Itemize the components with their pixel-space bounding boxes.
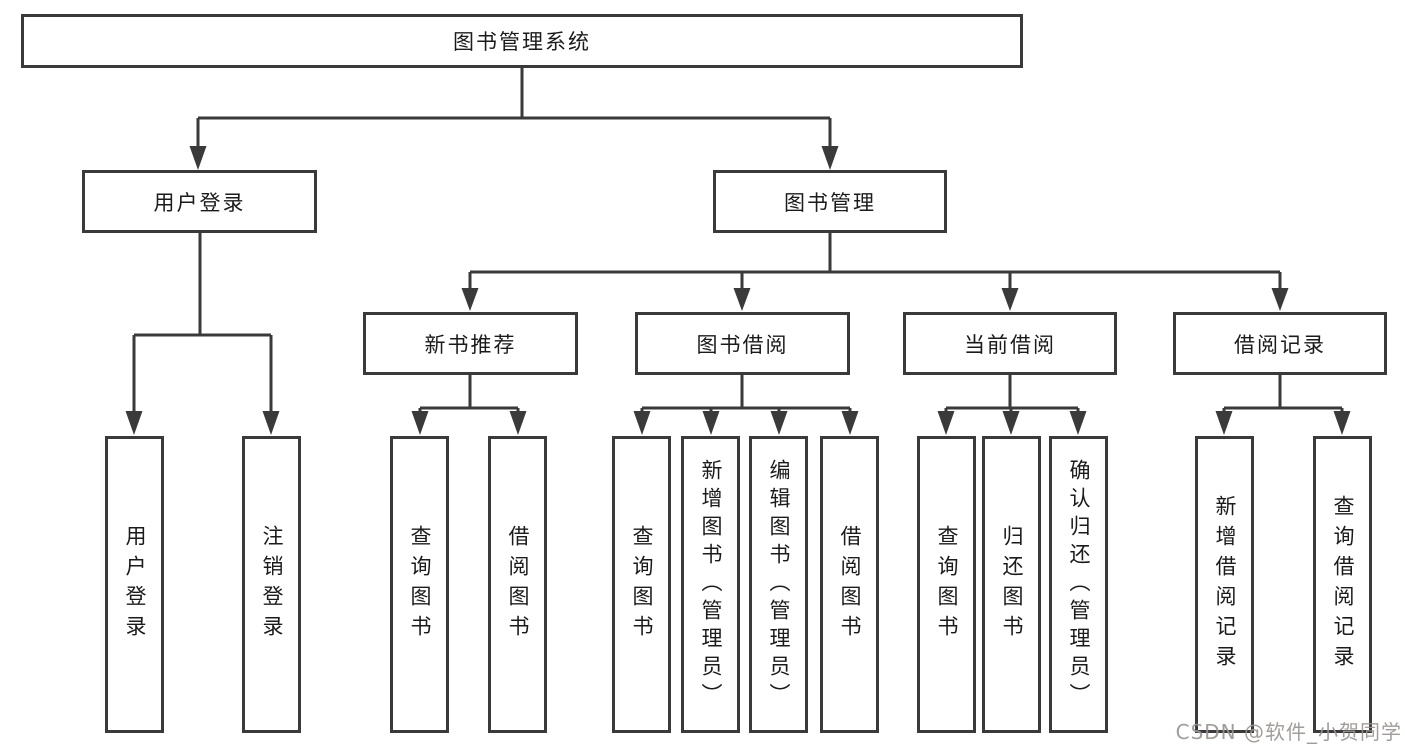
node-new-book-recommend: 新书推荐 (363, 312, 578, 375)
node-label: 查询借阅记录 (1331, 494, 1355, 675)
node-label: 图书管理系统 (453, 30, 591, 54)
arrowheads (125, 146, 1351, 435)
connector-root (196, 68, 832, 148)
node-label: 查询图书 (408, 524, 432, 645)
arrow-icon (702, 411, 720, 435)
arrow-icon (841, 411, 859, 435)
connector-new-book (418, 375, 520, 413)
leaf-query-book-2: 查询图书 (612, 436, 671, 733)
node-label: 新书推荐 (424, 332, 517, 357)
node-label: 当前借阅 (964, 332, 1056, 357)
node-label: 新增借阅记录 (1213, 494, 1237, 675)
node-label: 编辑图书（管理员） (767, 458, 791, 711)
node-label: 归还图书 (1000, 524, 1024, 645)
leaf-add-book-admin: 新增图书（管理员） (681, 436, 740, 733)
node-label: 确认归还（管理员） (1067, 458, 1091, 711)
node-book-management: 图书管理 (713, 170, 947, 233)
node-label: 图书借阅 (696, 332, 789, 357)
arrow-icon (509, 411, 527, 435)
leaf-confirm-return-admin: 确认归还（管理员） (1049, 436, 1108, 733)
node-user-login: 用户登录 (82, 170, 317, 233)
node-borrow-record: 借阅记录 (1173, 312, 1387, 375)
csdn-watermark: CSDN @软件_小贺同学 (1175, 720, 1402, 744)
node-label: 用户登录 (153, 190, 246, 215)
arrow-icon (1271, 288, 1289, 311)
arrow-icon (125, 411, 143, 435)
arrow-icon (770, 411, 788, 435)
arrow-icon (1333, 411, 1351, 435)
arrow-icon (262, 411, 280, 435)
node-label: 借阅图书 (506, 524, 530, 645)
node-label: 借阅图书 (838, 524, 862, 645)
leaf-query-borrow-record: 查询借阅记录 (1313, 436, 1372, 733)
node-current-borrow: 当前借阅 (903, 312, 1117, 375)
arrow-icon (1002, 411, 1020, 435)
connector-current-borrow (944, 375, 1080, 413)
arrow-icon (189, 146, 207, 170)
node-label: 新增图书（管理员） (699, 458, 723, 711)
leaf-borrow-book-2: 借阅图书 (820, 436, 879, 733)
arrow-icon (1001, 288, 1019, 311)
arrow-icon (1215, 411, 1233, 435)
connector-book-borrow (640, 375, 852, 413)
connector-user-login (132, 233, 273, 412)
connector-borrow-record (1222, 375, 1344, 413)
arrow-icon (633, 411, 651, 435)
leaf-logout: 注销登录 (242, 436, 301, 733)
connector-book-mgmt (468, 233, 1282, 290)
node-label: 注销登录 (260, 524, 284, 645)
node-root-system: 图书管理系统 (21, 14, 1023, 68)
leaf-add-borrow-record: 新增借阅记录 (1195, 436, 1254, 733)
node-book-borrow: 图书借阅 (635, 312, 850, 375)
arrow-icon (411, 411, 429, 435)
leaf-query-book-3: 查询图书 (917, 436, 976, 733)
node-label: 图书管理 (784, 190, 876, 215)
arrow-icon (937, 411, 955, 435)
node-label: 查询图书 (935, 524, 959, 645)
arrow-icon (461, 288, 479, 311)
leaf-borrow-book-1: 借阅图书 (488, 436, 547, 733)
node-label: 借阅记录 (1234, 332, 1326, 357)
leaf-query-book-1: 查询图书 (390, 436, 449, 733)
arrow-icon (821, 146, 839, 170)
leaf-edit-book-admin: 编辑图书（管理员） (749, 436, 808, 733)
leaf-user-login: 用户登录 (105, 436, 164, 733)
node-label: 用户登录 (123, 524, 147, 645)
node-label: 查询图书 (630, 524, 654, 645)
arrow-icon (733, 288, 751, 311)
leaf-return-book: 归还图书 (982, 436, 1041, 733)
arrow-icon (1069, 411, 1087, 435)
